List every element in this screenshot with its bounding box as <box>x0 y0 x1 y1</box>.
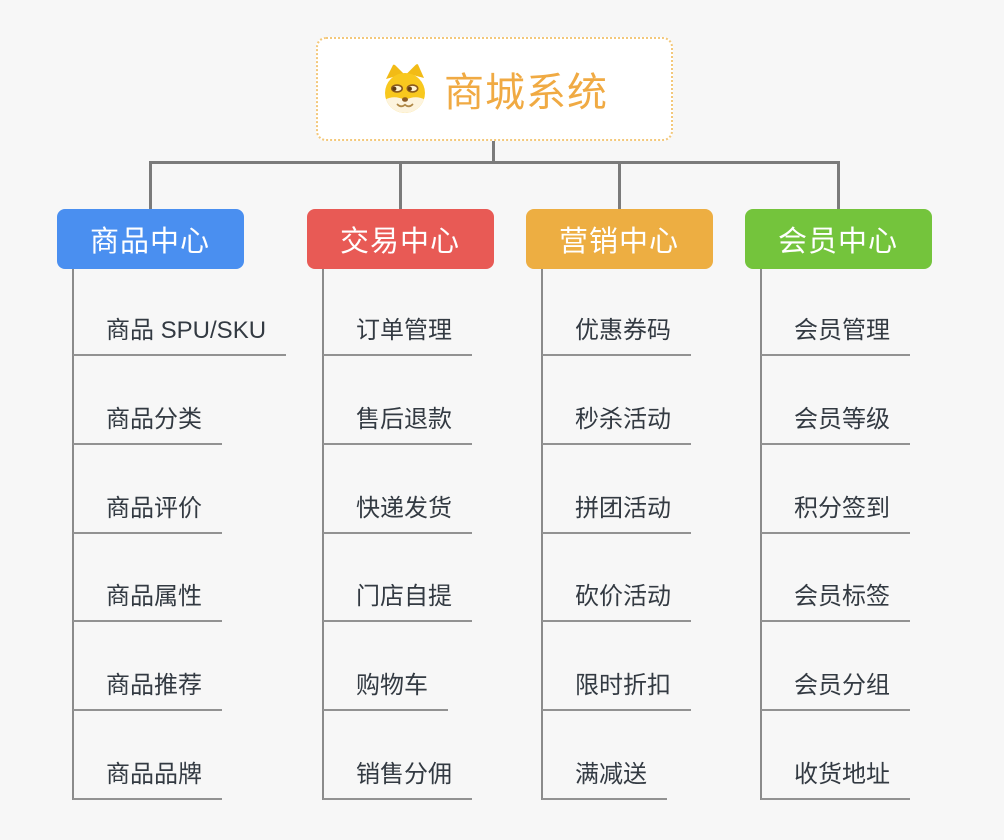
branch-box[interactable]: 商品中心 <box>56 209 244 269</box>
leaf-item[interactable]: 门店自提 <box>323 580 472 622</box>
leaf-item[interactable]: 商品分类 <box>73 403 222 445</box>
leaf-item[interactable]: 商品属性 <box>73 580 222 622</box>
branch-box[interactable]: 会员中心 <box>744 209 932 269</box>
leaf-item[interactable]: 拼团活动 <box>542 492 691 534</box>
leaf-item[interactable]: 售后退款 <box>323 403 472 445</box>
leaf-item[interactable]: 积分签到 <box>761 492 910 534</box>
leaf-item[interactable]: 商品品牌 <box>73 758 222 800</box>
leaf-item[interactable]: 会员管理 <box>761 314 910 356</box>
leaf-item[interactable]: 满减送 <box>542 758 667 800</box>
leaf-item[interactable]: 优惠券码 <box>542 314 691 356</box>
leaf-item[interactable]: 订单管理 <box>323 314 472 356</box>
leaf-item[interactable]: 收货地址 <box>761 758 910 800</box>
branch-connector-vertical <box>617 161 621 209</box>
branch-spine-line <box>72 269 74 800</box>
root-connector-vertical <box>492 140 495 164</box>
branch-connector-vertical <box>148 161 152 209</box>
branch-spine-line <box>322 269 324 800</box>
leaf-item[interactable]: 砍价活动 <box>542 580 691 622</box>
leaf-item[interactable]: 会员等级 <box>761 403 910 445</box>
branch-connector-vertical <box>398 161 402 209</box>
leaf-item[interactable]: 销售分佣 <box>323 758 472 800</box>
leaf-item[interactable]: 限时折扣 <box>542 669 691 711</box>
branch-spine-line <box>541 269 543 800</box>
leaf-item[interactable]: 快递发货 <box>323 492 472 534</box>
leaf-item[interactable]: 商品推荐 <box>73 669 222 711</box>
branch-spine-line <box>760 269 762 800</box>
root-title: 商城系统 <box>444 71 608 115</box>
leaf-item[interactable]: 会员分组 <box>761 669 910 711</box>
leaf-item[interactable]: 商品 SPU/SKU <box>73 314 287 356</box>
leaf-item[interactable]: 秒杀活动 <box>542 403 691 445</box>
root-node[interactable]: 商城系统 <box>316 37 673 141</box>
leaf-item[interactable]: 购物车 <box>323 669 448 711</box>
root-connector-horizontal <box>149 161 840 164</box>
branch-box[interactable]: 营销中心 <box>525 209 713 269</box>
leaf-item[interactable]: 商品评价 <box>73 492 222 534</box>
doge-face-icon <box>385 64 425 113</box>
branch-connector-vertical <box>836 161 840 209</box>
leaf-item[interactable]: 会员标签 <box>761 580 910 622</box>
branch-box[interactable]: 交易中心 <box>306 209 494 269</box>
